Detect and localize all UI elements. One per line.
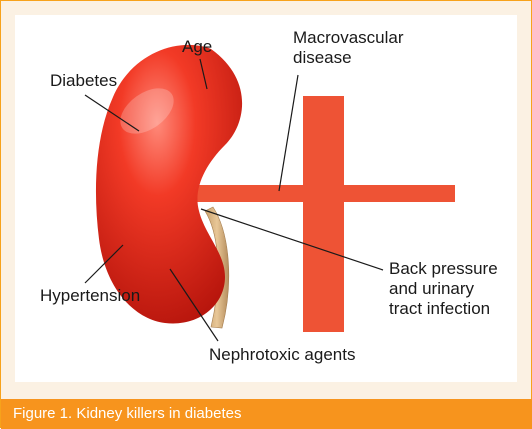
- label-age: Age: [182, 37, 212, 57]
- label-hypertension: Hypertension: [40, 286, 140, 306]
- label-back-pressure-2: and urinary: [389, 279, 474, 299]
- kidney: [96, 45, 242, 324]
- label-macrovascular-2: disease: [293, 48, 352, 68]
- label-macrovascular-1: Macrovascular: [293, 28, 404, 48]
- caption-bar: Figure 1. Kidney killers in diabetes: [1, 399, 532, 429]
- leader-macrovascular: [279, 75, 298, 191]
- figure-caption: Figure 1. Kidney killers in diabetes: [13, 405, 241, 422]
- aorta: [303, 96, 344, 332]
- renal-artery: [189, 185, 455, 202]
- diagram-panel: Age Diabetes Macrovascular disease Back …: [15, 15, 517, 382]
- label-back-pressure-1: Back pressure: [389, 259, 498, 279]
- label-nephrotoxic: Nephrotoxic agents: [209, 345, 355, 365]
- label-diabetes: Diabetes: [50, 71, 117, 91]
- label-back-pressure-3: tract infection: [389, 299, 490, 319]
